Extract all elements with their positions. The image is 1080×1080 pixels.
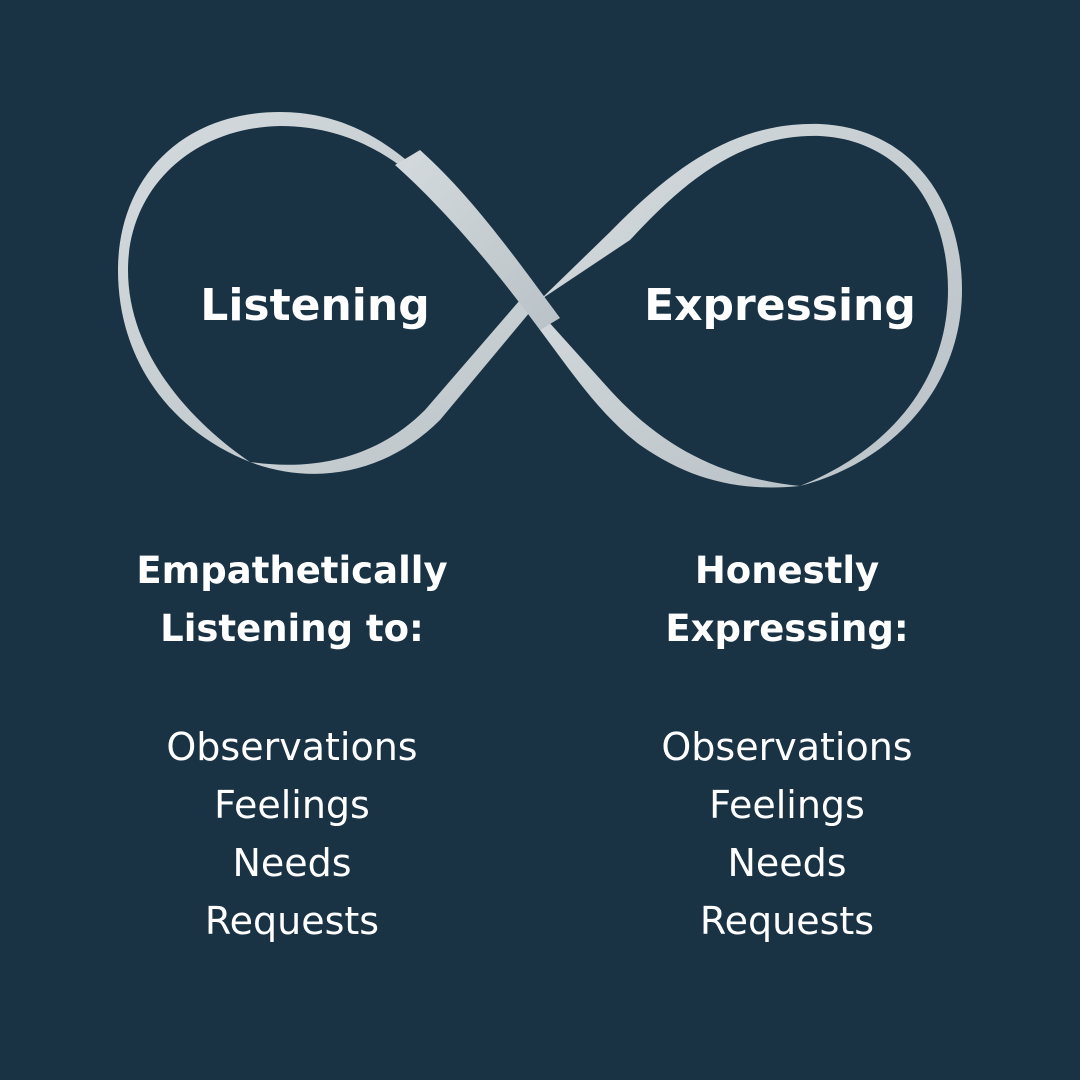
listening-items: Observations Feelings Needs Requests	[72, 718, 512, 950]
expressing-label: Expressing	[644, 280, 916, 331]
right-loop-outer	[540, 123, 962, 487]
expressing-column: Honestly Expressing: Observations Feelin…	[567, 542, 1007, 950]
list-item-observations: Observations	[661, 725, 913, 769]
expressing-heading-line-2: Expressing:	[665, 607, 909, 650]
infinity-ribbon-icon	[118, 112, 962, 488]
list-item-needs: Needs	[232, 841, 352, 885]
crossing-strand	[395, 150, 560, 330]
list-item-requests: Requests	[204, 899, 380, 943]
listening-heading-line-2: Listening to:	[160, 607, 424, 650]
right-lower-strand	[520, 290, 800, 488]
list-item-feelings: Feelings	[214, 783, 370, 827]
list-item-requests: Requests	[699, 899, 875, 943]
expressing-heading: Honestly Expressing:	[567, 542, 1007, 658]
listening-column: Empathetically Listening to: Observation…	[72, 542, 512, 950]
expressing-items: Observations Feelings Needs Requests	[567, 718, 1007, 950]
listening-label: Listening	[200, 280, 430, 331]
list-item-feelings: Feelings	[709, 783, 865, 827]
left-lower-strand	[250, 300, 540, 474]
list-item-needs: Needs	[727, 841, 847, 885]
list-item-observations: Observations	[166, 725, 418, 769]
expressing-heading-line-1: Honestly	[694, 549, 880, 592]
listening-heading: Empathetically Listening to:	[72, 542, 512, 658]
listening-heading-line-1: Empathetically	[136, 549, 448, 592]
